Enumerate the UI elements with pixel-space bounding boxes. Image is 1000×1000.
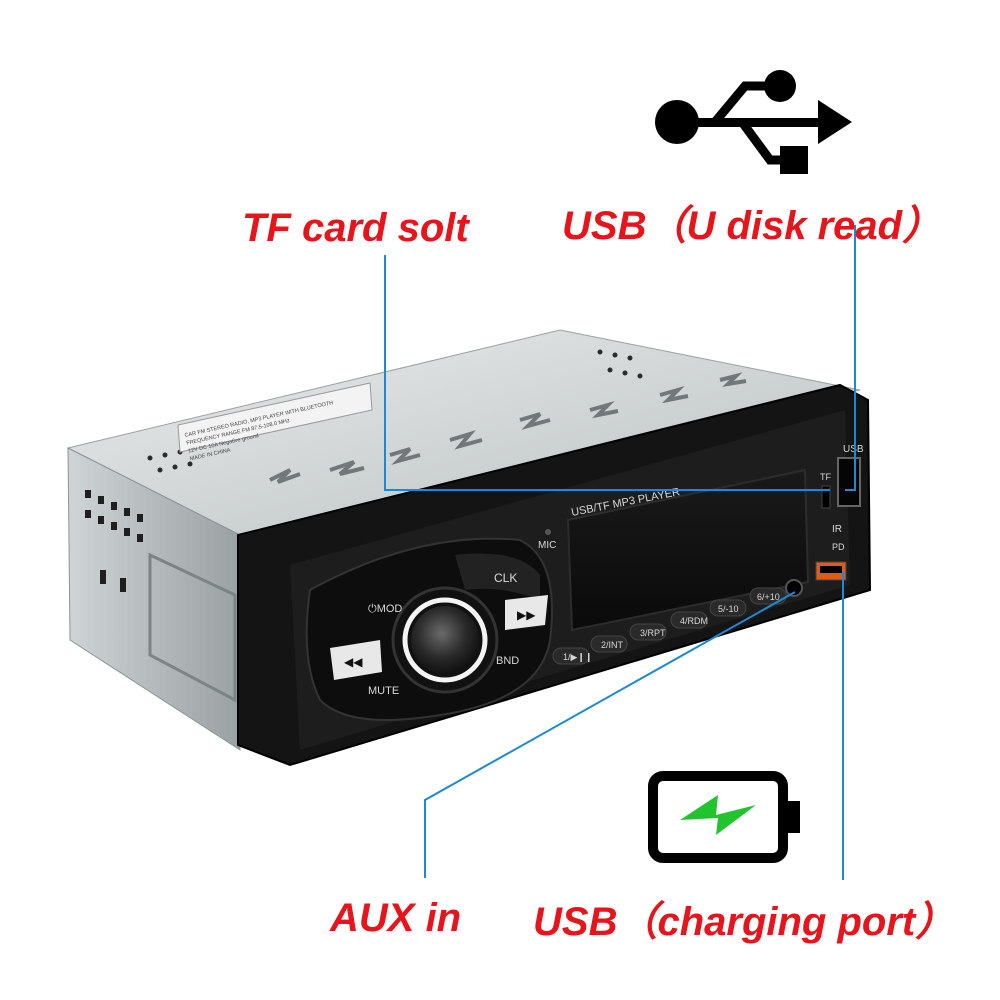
aux-callout: AUX in	[330, 896, 462, 940]
prev-icon: ◀◀	[344, 655, 363, 669]
tf-slot-label: TF	[820, 472, 831, 482]
lcd-display	[566, 468, 810, 632]
front-panel: ▶▶ ◀◀ ⏻MOD CLK MUTE BND MIC USB/TF MP3 P…	[237, 383, 872, 767]
preset-2-label: 2/INT	[601, 640, 624, 650]
prev-track-button[interactable]	[330, 640, 382, 680]
usb-port-label: USB	[843, 444, 864, 455]
preset-button-2[interactable]	[590, 635, 628, 653]
pd-label: PD	[832, 542, 845, 552]
usb-read-leader-line	[845, 225, 856, 491]
preset-button-4[interactable]	[670, 611, 708, 629]
preset-5-label: 5/-10	[718, 604, 739, 614]
preset-4-label: 4/RDM	[680, 616, 708, 626]
aux-jack[interactable]	[785, 579, 803, 597]
clk-label: CLK	[494, 571, 517, 585]
volume-knob[interactable]	[391, 586, 499, 694]
usb-charge-callout: USB（charging port）	[533, 900, 956, 944]
preset-button-1[interactable]	[552, 647, 590, 665]
preset-1-label: 1/▶❙❙	[563, 652, 593, 663]
tf-card-slot[interactable]	[821, 485, 831, 509]
mic-label: MIC	[538, 540, 556, 551]
usb-symbol-icon	[655, 70, 852, 174]
mic-hole	[545, 529, 551, 535]
tf-leader-line	[384, 255, 830, 491]
preset-button-3[interactable]	[629, 623, 667, 641]
aux-leader-line	[424, 591, 796, 878]
mute-label: MUTE	[368, 685, 399, 697]
usb-data-port[interactable]	[837, 457, 861, 507]
band-label: BND	[496, 655, 519, 667]
radio-chassis: CAR FM STEREO RADIO, MP3 PLAYER WITH BLU…	[66, 329, 861, 751]
preset-button-5[interactable]	[709, 599, 747, 617]
tf-card-callout: TF card solt	[242, 206, 469, 250]
next-icon: ▶▶	[517, 608, 536, 622]
battery-charging-icon	[648, 771, 800, 863]
mod-label: ⏻MOD	[368, 603, 402, 615]
preset-6-label: 6/+10	[757, 592, 780, 602]
usb-read-callout: USB（U disk read）	[562, 204, 943, 248]
next-track-button[interactable]	[505, 595, 548, 630]
leader-lines	[384, 225, 856, 880]
ir-label: IR	[832, 524, 842, 535]
preset-3-label: 3/RPT	[640, 628, 666, 638]
